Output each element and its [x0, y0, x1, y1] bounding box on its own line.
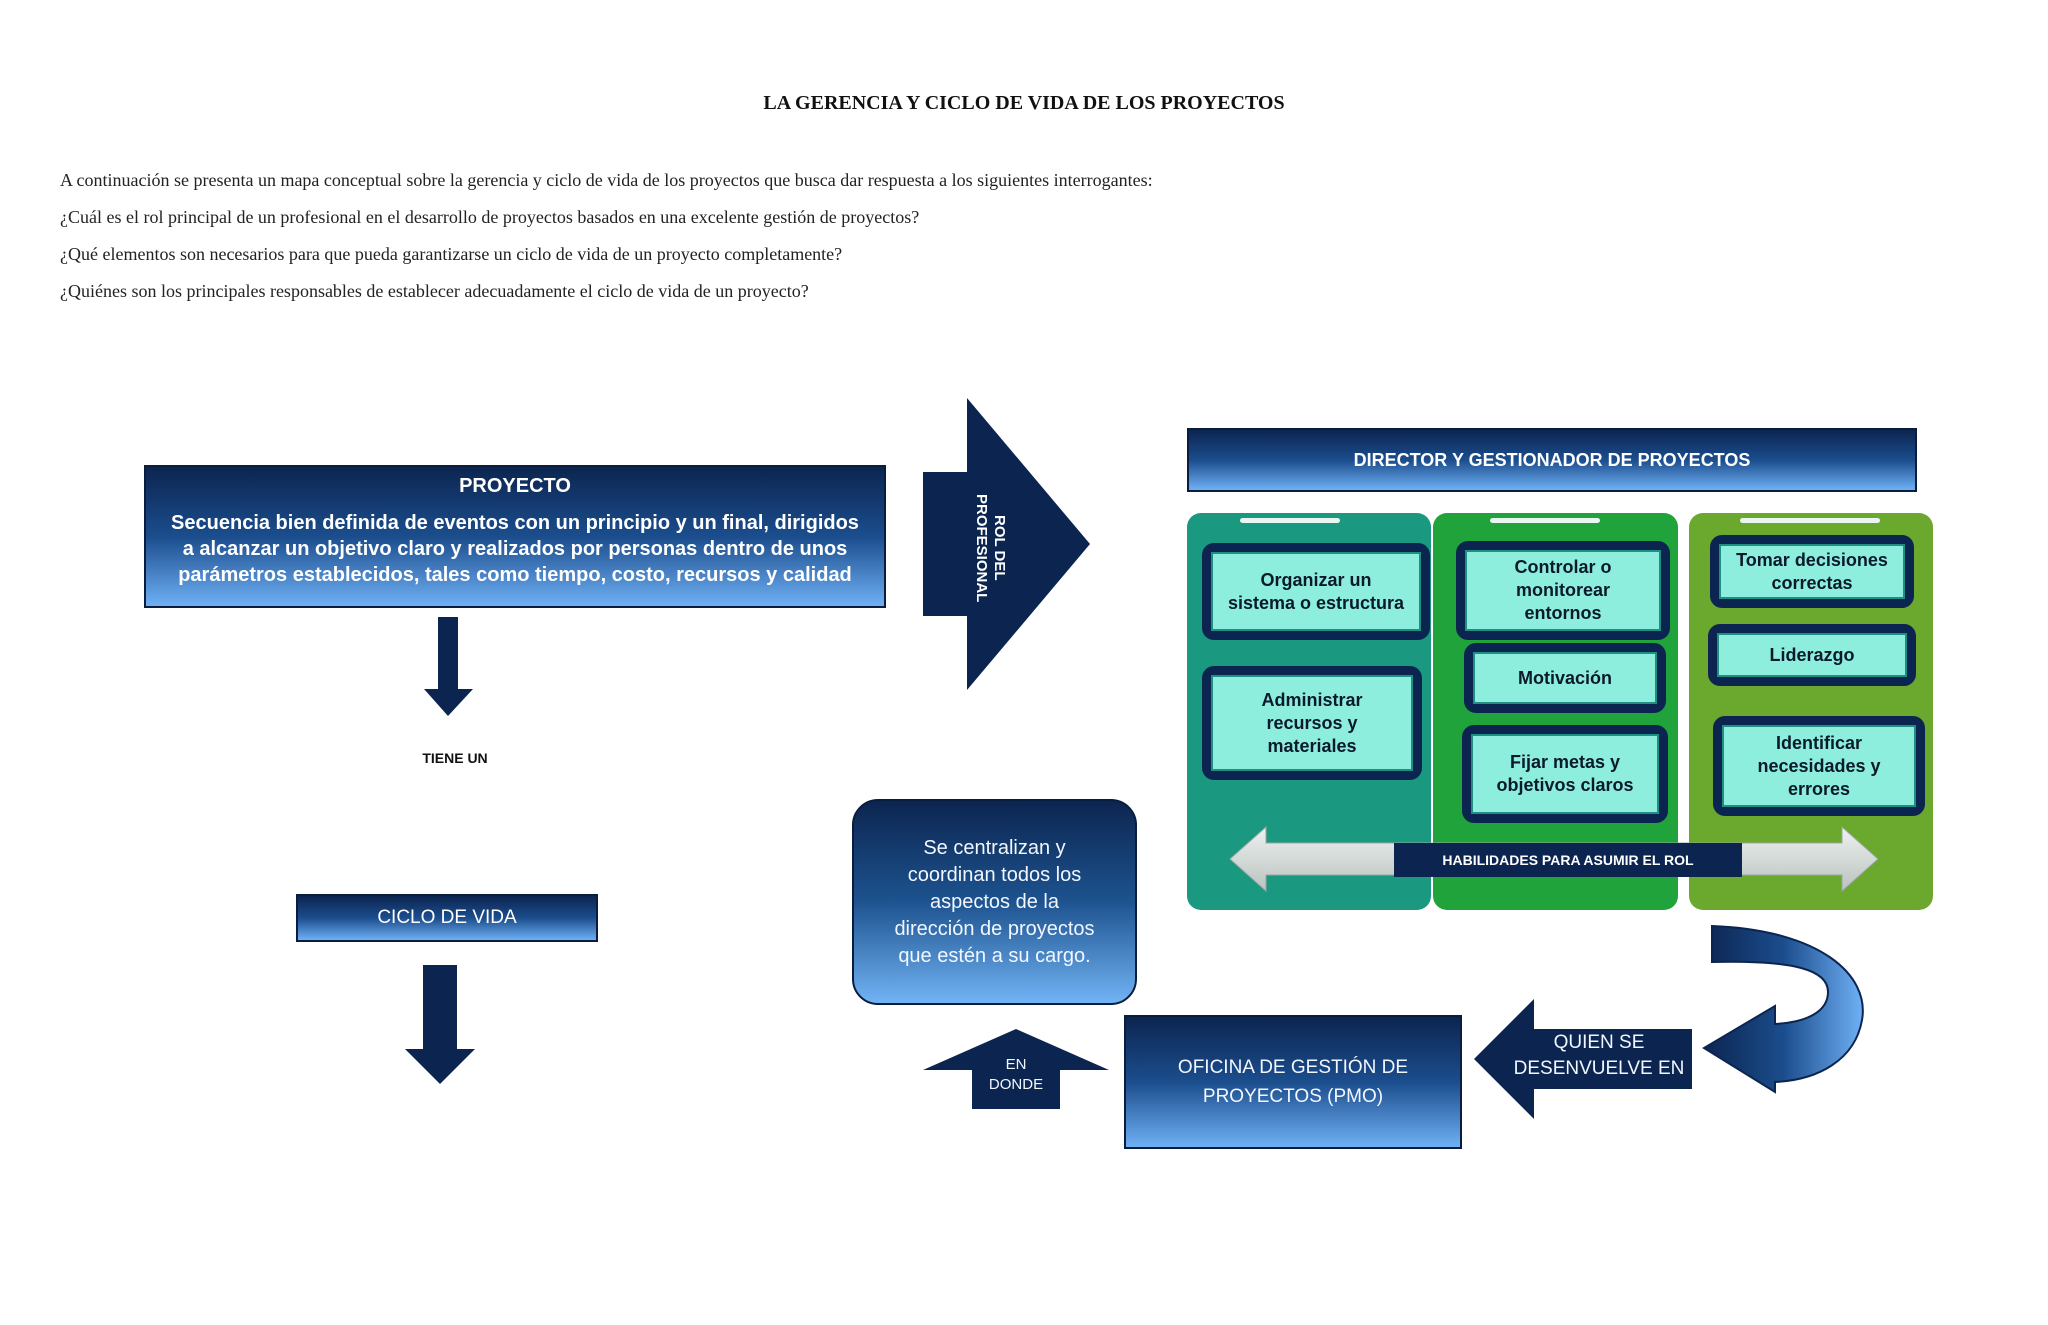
- proyecto-desc-line: a alcanzar un objetivo claro y realizado…: [182, 538, 848, 560]
- tiene-un-label: TIENE UN: [422, 750, 488, 766]
- skill-line: Liderazgo: [1769, 644, 1855, 665]
- rol-profesional-label: ROL DEL PROFESIONAL: [968, 493, 1008, 603]
- centralizan-box: Se centralizan y coordinan todos los asp…: [852, 799, 1137, 1005]
- skill-line: Administrar: [1261, 689, 1363, 710]
- centralizan-line: dirección de proyectos: [894, 917, 1095, 940]
- pmo-box: OFICINA DE GESTIÓN DE PROYECTOS (PMO): [1124, 1015, 1462, 1149]
- skill-line: Identificar: [1775, 732, 1862, 753]
- skill-line: necesidades y: [1757, 755, 1881, 776]
- skill-line: Organizar un: [1260, 569, 1372, 590]
- panel-highlight: [1240, 518, 1340, 523]
- intro-line: A continuación se presenta un mapa conce…: [60, 170, 1153, 190]
- centralizan-line: coordinan todos los: [907, 863, 1082, 886]
- skill-line: Tomar decisiones: [1736, 549, 1888, 570]
- skill-motivacion: Motivación: [1464, 643, 1666, 713]
- skill-line: correctas: [1771, 572, 1853, 593]
- skill-line: monitorear: [1515, 580, 1611, 600]
- skill-liderazgo: Liderazgo: [1708, 624, 1916, 686]
- rol-label-line: PROFESIONAL: [973, 493, 990, 603]
- question-responsables: ¿Quiénes son los principales responsable…: [60, 281, 809, 301]
- skill-line: sistema o estructura: [1227, 592, 1405, 613]
- en-donde-line: DONDE: [988, 1076, 1044, 1093]
- centralizan-line: Se centralizan y: [923, 836, 1066, 859]
- skill-controlar: Controlar o monitorear entornos: [1456, 541, 1670, 640]
- quien-line: DESENVUELVE EN: [1513, 1058, 1685, 1079]
- ciclo-vida-box: CICLO DE VIDA: [296, 894, 598, 942]
- en-donde-line: EN: [1005, 1056, 1027, 1073]
- quien-label: QUIEN SE DESENVUELVE EN: [1506, 1030, 1692, 1088]
- pmo-line: OFICINA DE GESTIÓN DE: [1177, 1057, 1409, 1078]
- en-donde-arrow: [923, 1029, 1109, 1109]
- centralizan-line: aspectos de la: [930, 890, 1059, 913]
- pmo-line: PROYECTOS (PMO): [1202, 1086, 1384, 1107]
- proyecto-desc-line: parámetros establecidos, tales como tiem…: [178, 564, 852, 586]
- panel-highlight: [1490, 518, 1600, 523]
- proyecto-title: PROYECTO: [459, 475, 571, 497]
- skill-line: materiales: [1267, 735, 1357, 756]
- skill-line: errores: [1787, 778, 1851, 799]
- quien-line: QUIEN SE: [1553, 1032, 1645, 1053]
- question-elementos: ¿Qué elementos son necesarios para que p…: [60, 244, 843, 264]
- skill-line: recursos y: [1266, 712, 1358, 733]
- skill-line: Controlar o: [1514, 557, 1612, 577]
- down-arrow-proyecto: [424, 617, 473, 716]
- skill-line: Fijar metas y: [1509, 752, 1621, 772]
- quien-arrow: [1474, 999, 1692, 1119]
- question-rol: ¿Cuál es el rol principal de un profesio…: [60, 207, 920, 227]
- down-arrow-ciclo: [405, 965, 475, 1084]
- panel-highlight: [1740, 518, 1880, 523]
- rol-label-line: ROL DEL: [991, 515, 1008, 581]
- director-box: DIRECTOR Y GESTIONADOR DE PROYECTOS: [1187, 428, 1917, 492]
- skill-line: entornos: [1524, 603, 1602, 623]
- proyecto-desc-line: Secuencia bien definida de eventos con u…: [171, 512, 859, 534]
- en-donde-label: EN DONDE: [972, 1055, 1060, 1095]
- proyecto-box: PROYECTO Secuencia bien definida de even…: [144, 465, 886, 608]
- skill-line: Motivación: [1517, 667, 1612, 688]
- page-title: LA GERENCIA Y CICLO DE VIDA DE LOS PROYE…: [763, 92, 1285, 114]
- curved-arrow: [1702, 924, 1864, 1094]
- centralizan-line: que estén a su cargo.: [898, 944, 1091, 967]
- habilidades-label: HABILIDADES PARA ASUMIR EL ROL: [1394, 843, 1742, 877]
- skill-fijar-metas: Fijar metas y objetivos claros: [1462, 725, 1668, 823]
- skill-line: objetivos claros: [1496, 775, 1634, 795]
